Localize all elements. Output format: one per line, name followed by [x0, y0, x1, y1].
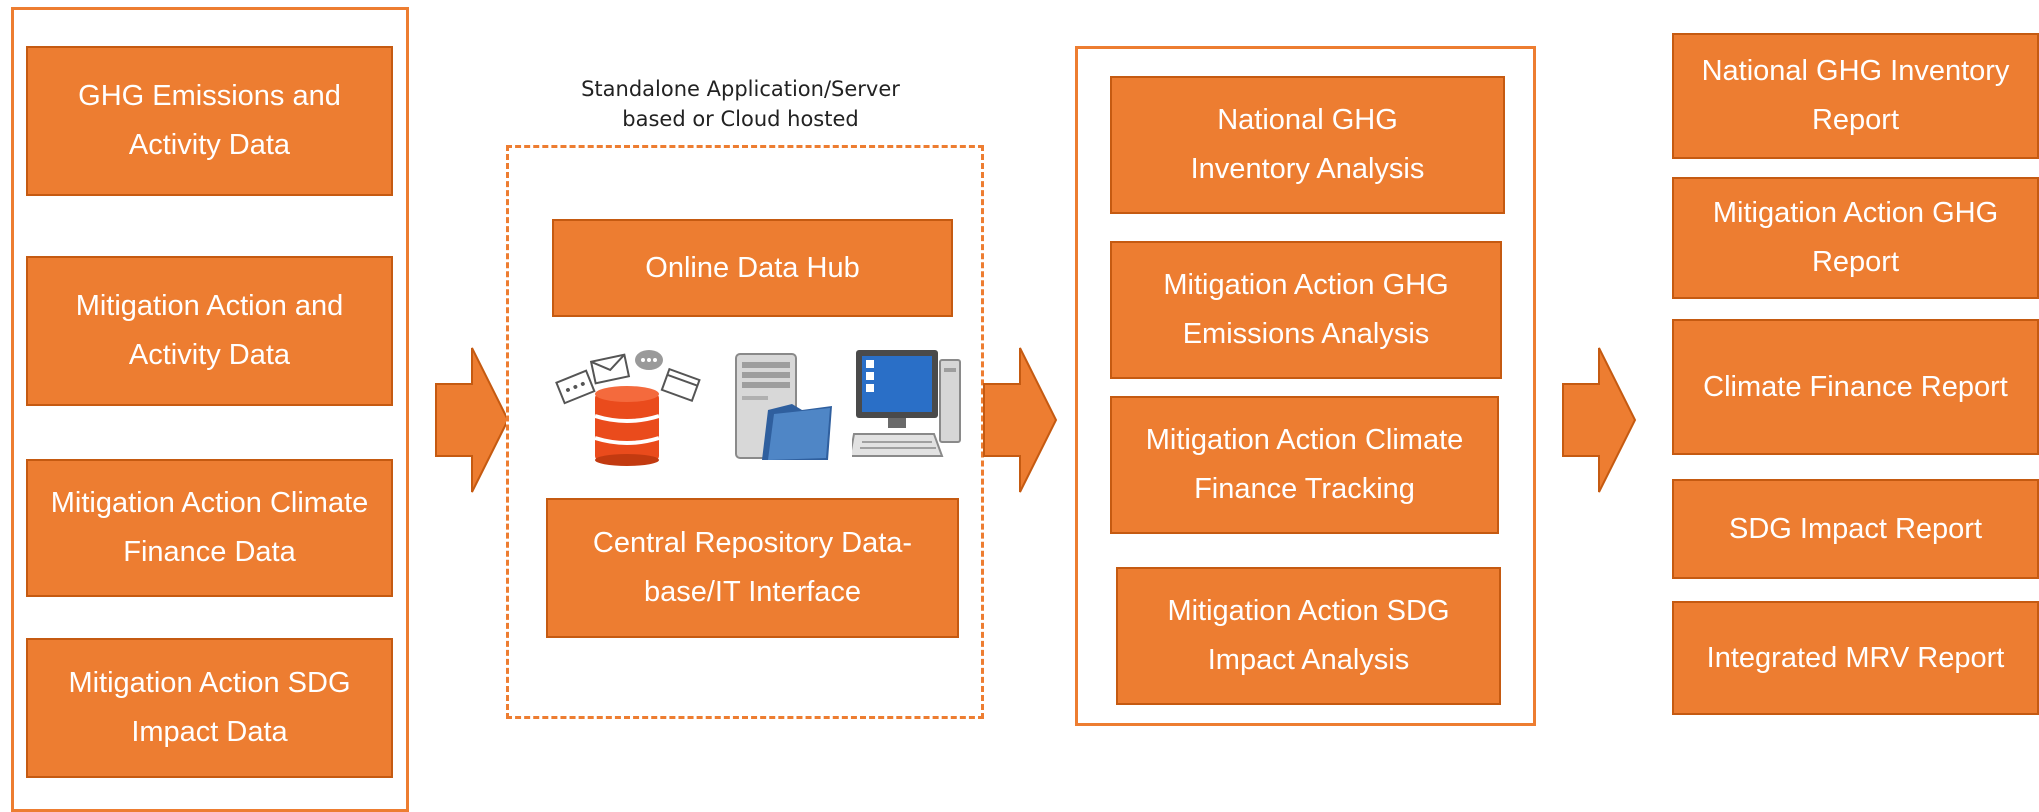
input-box-label: Mitigation Action and Activity Data — [75, 290, 344, 371]
report-box-label: National GHG Inventory Report — [1701, 55, 2010, 136]
input-box-sdg-impact: Mitigation Action SDG Impact Data — [26, 638, 393, 778]
analysis-box-label: Mitigation Action GHG Emissions Analysis — [1163, 269, 1449, 350]
analysis-box-inventory: National GHG Inventory Analysis — [1110, 76, 1505, 214]
input-box-label: Mitigation Action SDG Impact Data — [68, 667, 351, 748]
input-box-label: Mitigation Action Climate Finance Data — [50, 487, 369, 568]
analysis-box-label: Mitigation Action SDG Impact Analysis — [1167, 595, 1450, 676]
server-folder-icon — [735, 353, 832, 460]
input-box-ghg-emissions: GHG Emissions and Activity Data — [26, 46, 393, 196]
report-box-climate-finance: Climate Finance Report — [1672, 319, 2039, 455]
flow-arrow-3 — [1562, 347, 1637, 493]
report-box-label: SDG Impact Report — [1728, 512, 1983, 545]
database-icon — [555, 350, 701, 466]
analysis-box-label: National GHG Inventory Analysis — [1190, 104, 1425, 185]
desktop-computer-icon — [852, 350, 961, 457]
flow-arrow-2 — [983, 347, 1058, 493]
analysis-box-ghg-emissions: Mitigation Action GHG Emissions Analysis — [1110, 241, 1502, 379]
online-data-hub-box: Online Data Hub — [552, 219, 953, 317]
central-repository-box: Central Repository Data-base/IT Interfac… — [546, 498, 959, 638]
flow-arrow-1 — [435, 347, 510, 493]
report-box-label: Mitigation Action GHG Report — [1712, 197, 1999, 278]
input-box-label: GHG Emissions and Activity Data — [78, 80, 341, 161]
analysis-box-sdg-impact: Mitigation Action SDG Impact Analysis — [1116, 567, 1501, 705]
central-repository-label: Central Repository Data-base/IT Interfac… — [592, 527, 913, 608]
online-data-hub-label: Online Data Hub — [645, 251, 860, 284]
input-box-climate-finance: Mitigation Action Climate Finance Data — [26, 459, 393, 597]
analysis-box-label: Mitigation Action Climate Finance Tracki… — [1145, 424, 1464, 505]
platform-caption: Standalone Application/Server based or C… — [581, 77, 900, 131]
report-box-label: Integrated MRV Report — [1706, 641, 2005, 674]
analysis-box-climate-finance: Mitigation Action Climate Finance Tracki… — [1110, 396, 1499, 534]
report-box-inventory: National GHG Inventory Report — [1672, 33, 2039, 159]
report-box-label: Climate Finance Report — [1703, 370, 2008, 403]
report-box-integrated-mrv: Integrated MRV Report — [1672, 601, 2039, 715]
report-box-mitigation-ghg: Mitigation Action GHG Report — [1672, 177, 2039, 299]
input-box-mitigation-activity: Mitigation Action and Activity Data — [26, 256, 393, 406]
report-box-sdg-impact: SDG Impact Report — [1672, 479, 2039, 579]
